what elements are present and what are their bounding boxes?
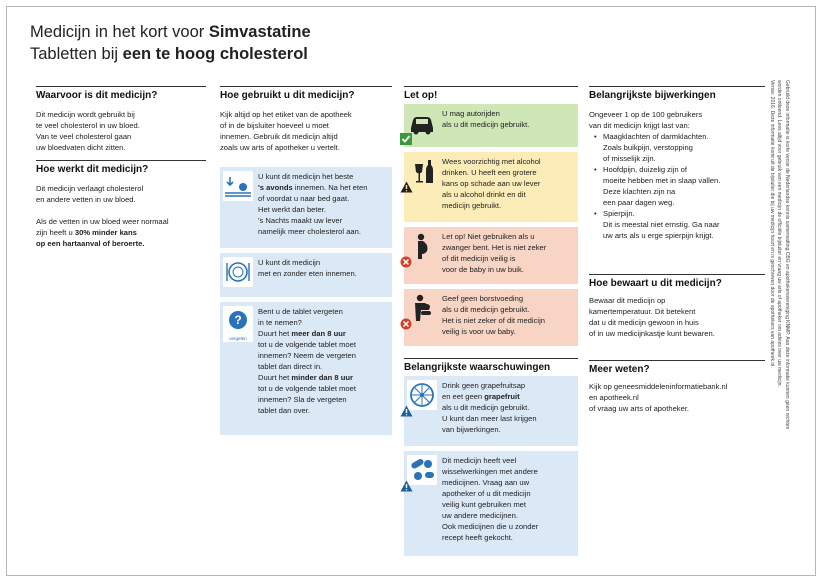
- pregnant-icon: [400, 231, 437, 268]
- col-what: Waarvoor is dit medicijn? Dit medicijn w…: [36, 86, 206, 249]
- heading-how-to-use: Hoe gebruikt u dit medicijn?: [220, 86, 392, 103]
- heading-side-effects: Belangrijkste bijwerkingen: [589, 86, 765, 103]
- check-icon: [400, 133, 412, 145]
- pills-icon: [400, 455, 437, 492]
- list-item: Spierpijn.Dit is meestal niet ernstig. G…: [594, 208, 765, 241]
- col-warnings: Belangrijkste waarschuwingen: [404, 358, 578, 375]
- list-item: Maagklachten of darmklachten.Zoals buikp…: [594, 131, 765, 164]
- car-icon: [400, 108, 437, 145]
- col-how-to-use: Hoe gebruikt u dit medicijn? Kijk altijd…: [220, 86, 392, 153]
- box-evening: U kunt dit medicijn het beste 's avonds …: [220, 167, 392, 248]
- grapefruit-icon: [400, 380, 437, 417]
- breastfeeding-icon: [400, 293, 437, 330]
- heading-what-for: Waarvoor is dit medicijn?: [36, 86, 206, 103]
- plate-icon: [223, 257, 253, 287]
- side-effects-list: Maagklachten of darmklachten.Zoals buikp…: [594, 131, 765, 241]
- heading-how-it-works: Hoe werkt dit medicijn?: [36, 160, 206, 177]
- text-how-to-use: Kijk altijd op het etiket van de apothee…: [220, 110, 352, 152]
- heading-storage: Hoe bewaart u dit medicijn?: [589, 274, 765, 291]
- col-storage: Hoe bewaart u dit medicijn? Bewaar dit m…: [589, 274, 765, 339]
- warning-icon: [400, 181, 413, 193]
- col-more-info: Meer weten? Kijk op geneesmiddeleninform…: [589, 360, 765, 414]
- heading-more-info: Meer weten?: [589, 360, 765, 377]
- col-attention: Let op!: [404, 86, 578, 103]
- col-side-effects: Belangrijkste bijwerkingen Ongeveer 1 op…: [589, 86, 765, 241]
- box-grapefruit: Drink geen grapefruitsap en eet geen gra…: [400, 376, 578, 446]
- warning-icon: [400, 480, 413, 492]
- no-icon: [400, 318, 412, 330]
- heading-warnings: Belangrijkste waarschuwingen: [404, 358, 578, 375]
- sunset-icon: [223, 171, 253, 201]
- no-icon: [400, 256, 412, 268]
- svg-text:?: ?: [234, 313, 241, 327]
- heading-attention: Let op!: [404, 86, 578, 103]
- side-note: Gebruikt deze informatie is korte versie…: [769, 80, 790, 430]
- alcohol-icon: [400, 156, 437, 193]
- warning-icon: [400, 405, 413, 417]
- page-title: Medicijn in het kort voor Simvastatine T…: [30, 23, 311, 63]
- question-icon: ? vergeten: [223, 306, 253, 342]
